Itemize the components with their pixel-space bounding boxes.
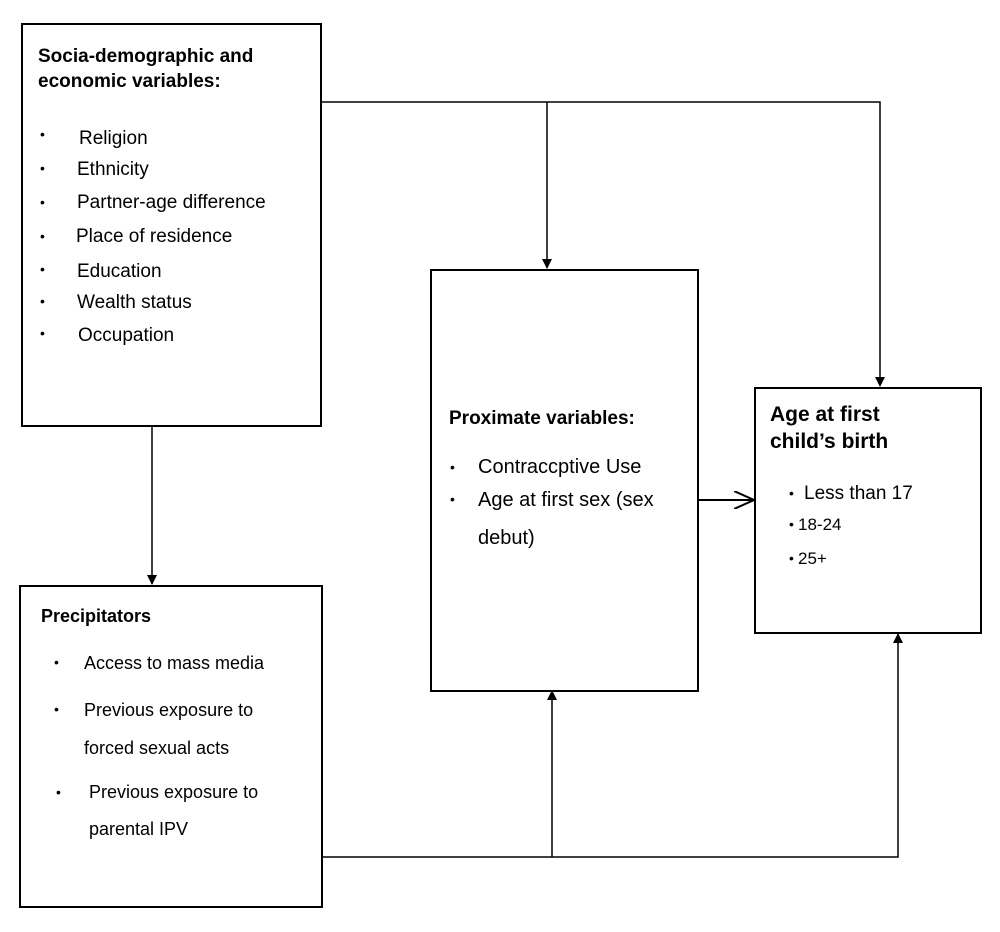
precip-bullet-2: • — [54, 701, 59, 717]
socio-title-line2: economic variables: — [38, 71, 221, 92]
socio-item-education: Education — [77, 261, 162, 282]
socio-item-wealth: Wealth status — [77, 292, 192, 313]
precip-item-exposure-ipv-2: parental IPV — [89, 819, 189, 839]
outcome-item-25-plus: 25+ — [798, 549, 827, 568]
connector-precipitators-bottom — [322, 633, 903, 858]
precip-bullet-3: • — [56, 784, 61, 800]
socio-bullet-3: • — [40, 194, 45, 210]
outcome-title-line1: Age at first — [770, 403, 880, 426]
socio-item-ethnicity: Ethnicity — [77, 159, 149, 180]
socio-bullet-1: • — [40, 126, 45, 142]
socio-demographic-box: Socia-demographic and economic variables… — [21, 23, 322, 427]
socio-bullet-7: • — [40, 325, 45, 341]
socio-title-line1: Socia-demographic and — [38, 46, 254, 67]
outcome-item-less-than-17: Less than 17 — [804, 483, 913, 504]
socio-bullet-5: • — [40, 261, 45, 277]
proximate-bullet-2: • — [450, 491, 455, 507]
outcome-bullet-3: • — [789, 550, 794, 566]
socio-item-partner-age: Partner-age difference — [77, 192, 266, 213]
proximate-item-contraceptive: Contraccptive Use — [478, 456, 642, 478]
socio-item-occupation: Occupation — [78, 325, 175, 346]
proximate-title: Proximate variables: — [449, 408, 635, 429]
socio-bullet-2: • — [40, 160, 45, 176]
precip-bullet-1: • — [54, 654, 59, 670]
proximate-variables-box: Proximate variables: • Contraccptive Use… — [430, 269, 699, 692]
precip-item-mass-media: Access to mass media — [84, 653, 265, 673]
precip-item-exposure-forced-2: forced sexual acts — [84, 738, 230, 758]
precipitators-title: Precipitators — [41, 606, 152, 626]
precipitators-box: Precipitators • Access to mass media • P… — [19, 585, 323, 908]
connector-socio-top — [322, 101, 885, 387]
proximate-bullet-1: • — [450, 459, 455, 475]
outcome-bullet-2: • — [789, 516, 794, 532]
socio-item-residence: Place of residence — [76, 226, 233, 247]
socio-bullet-4: • — [40, 228, 45, 244]
outcome-item-18-24: 18-24 — [798, 515, 842, 534]
outcome-title-line2: child’s birth — [770, 430, 889, 453]
precip-item-exposure-ipv-1: Previous exposure to — [89, 782, 259, 802]
outcome-bullet-1: • — [789, 485, 794, 501]
socio-bullet-6: • — [40, 293, 45, 309]
precip-item-exposure-forced-1: Previous exposure to — [84, 700, 254, 720]
age-first-birth-box: Age at first child’s birth • Less than 1… — [754, 387, 982, 634]
socio-item-religion: Religion — [79, 128, 148, 149]
proximate-item-age-first-sex-2: debut) — [478, 527, 535, 549]
proximate-item-age-first-sex-1: Age at first sex (sex — [478, 489, 654, 511]
